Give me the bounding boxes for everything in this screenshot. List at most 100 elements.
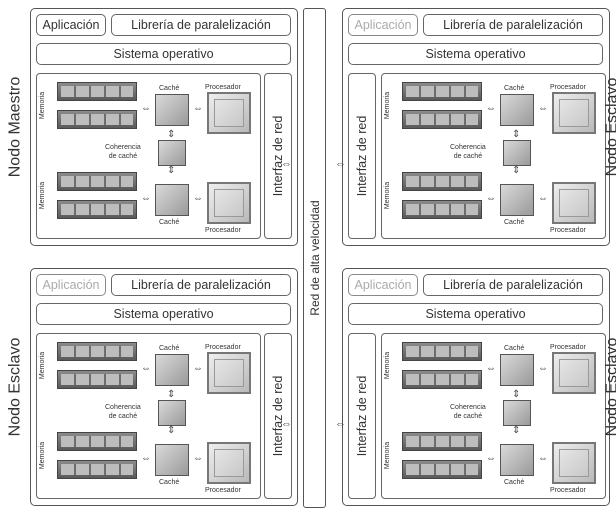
cache-label: Caché (159, 345, 180, 352)
bidirectional-arrow: ⇔ (141, 193, 151, 204)
memory-label: Memoria (384, 91, 392, 120)
processor-chip (207, 92, 251, 134)
vertical-arrow: ⇕ (167, 389, 176, 400)
operating-system-box: Sistema operativo (36, 303, 291, 325)
cache-chip (500, 444, 534, 476)
memory-label: Memoria (39, 181, 47, 210)
memory-label: Memoria (39, 91, 47, 120)
processor-label: Procesador (550, 227, 586, 234)
bidirectional-arrow: ⇔ (486, 453, 496, 464)
operating-system-box: Sistema operativo (348, 303, 603, 325)
coherence-label: Coherencia de caché (450, 404, 486, 420)
parallel-library-box: Librería de paralelización (111, 274, 291, 296)
application-box: Aplicación (36, 274, 106, 296)
bidirectional-arrow: ⇔ (141, 453, 151, 464)
application-box: Aplicación (36, 14, 106, 36)
cache-chip (500, 184, 534, 216)
memory-module (402, 370, 482, 389)
vertical-arrow: ⇕ (167, 165, 176, 176)
processor-label: Procesador (205, 227, 241, 234)
bidirectional-arrow: ⇔ (538, 193, 548, 204)
cache-label: Caché (504, 85, 525, 92)
cache-label: Caché (159, 219, 180, 226)
memory-module (402, 342, 482, 361)
network-interface-label: Interfaz de red (355, 375, 369, 457)
high-speed-network-label: Red de alta velocidad (307, 200, 322, 316)
memory-module (57, 460, 137, 479)
network-interface-label: Interfaz de red (271, 115, 285, 197)
memory-label: Memoria (384, 441, 392, 470)
memory-module (402, 200, 482, 219)
memory-module (57, 342, 137, 361)
network-interface: Interfaz de red (348, 73, 376, 239)
vertical-arrow: ⇕ (167, 129, 176, 140)
processor-label: Procesador (205, 344, 241, 351)
network-interface: Interfaz de red (264, 333, 292, 499)
memory-module (57, 370, 137, 389)
processor-chip (552, 182, 596, 224)
cache-label: Caché (504, 219, 525, 226)
operating-system-box: Sistema operativo (348, 43, 603, 65)
memory-module (402, 82, 482, 101)
processor-label: Procesador (550, 344, 586, 351)
coherence-label: Coherencia de caché (105, 144, 141, 160)
application-box: Aplicación (348, 274, 418, 296)
network-interface-label: Interfaz de red (271, 375, 285, 457)
cache-chip (500, 94, 534, 126)
memory-label: Memoria (39, 441, 47, 470)
coherence-label: Coherencia de caché (105, 404, 141, 420)
coherence-label: Coherencia de caché (450, 144, 486, 160)
processor-label: Procesador (550, 84, 586, 91)
processor-chip (552, 92, 596, 134)
vertical-arrow: ⇕ (512, 425, 521, 436)
high-speed-network: Red de alta velocidad (303, 8, 326, 508)
memory-module (57, 172, 137, 191)
bidirectional-arrow: ⇔ (193, 103, 203, 114)
cache-label: Caché (504, 479, 525, 486)
cache-chip (155, 354, 189, 386)
cache-label: Caché (159, 85, 180, 92)
processor-chip (207, 182, 251, 224)
memory-module (57, 110, 137, 129)
cache-label: Caché (504, 345, 525, 352)
bidirectional-arrow: ⇔ (486, 193, 496, 204)
memory-module (57, 432, 137, 451)
node-label: Nodo Esclavo (602, 77, 616, 177)
memory-module (57, 82, 137, 101)
vertical-arrow: ⇕ (512, 129, 521, 140)
coherence-chip (503, 400, 531, 426)
network-link-arrow: ⇔ (335, 418, 346, 430)
bidirectional-arrow: ⇔ (193, 453, 203, 464)
bidirectional-arrow: ⇔ (538, 103, 548, 114)
processor-chip (552, 352, 596, 394)
bidirectional-arrow: ⇔ (193, 363, 203, 374)
network-link-arrow: ⇔ (281, 158, 292, 170)
bidirectional-arrow: ⇔ (141, 363, 151, 374)
parallel-library-box: Librería de paralelización (423, 274, 603, 296)
memory-label: Memoria (384, 351, 392, 380)
memory-module (402, 172, 482, 191)
network-interface: Interfaz de red (264, 73, 292, 239)
node-label: Nodo Esclavo (5, 337, 23, 437)
memory-label: Memoria (384, 181, 392, 210)
vertical-arrow: ⇕ (512, 389, 521, 400)
processor-chip (552, 442, 596, 484)
network-interface-label: Interfaz de red (355, 115, 369, 197)
application-box: Aplicación (348, 14, 418, 36)
network-interface: Interfaz de red (348, 333, 376, 499)
cache-chip (155, 94, 189, 126)
node-label: Nodo Maestro (5, 76, 23, 178)
network-link-arrow: ⇔ (281, 418, 292, 430)
cache-chip (155, 444, 189, 476)
parallel-library-box: Librería de paralelización (423, 14, 603, 36)
memory-module (402, 110, 482, 129)
processor-label: Procesador (205, 84, 241, 91)
bidirectional-arrow: ⇔ (538, 453, 548, 464)
